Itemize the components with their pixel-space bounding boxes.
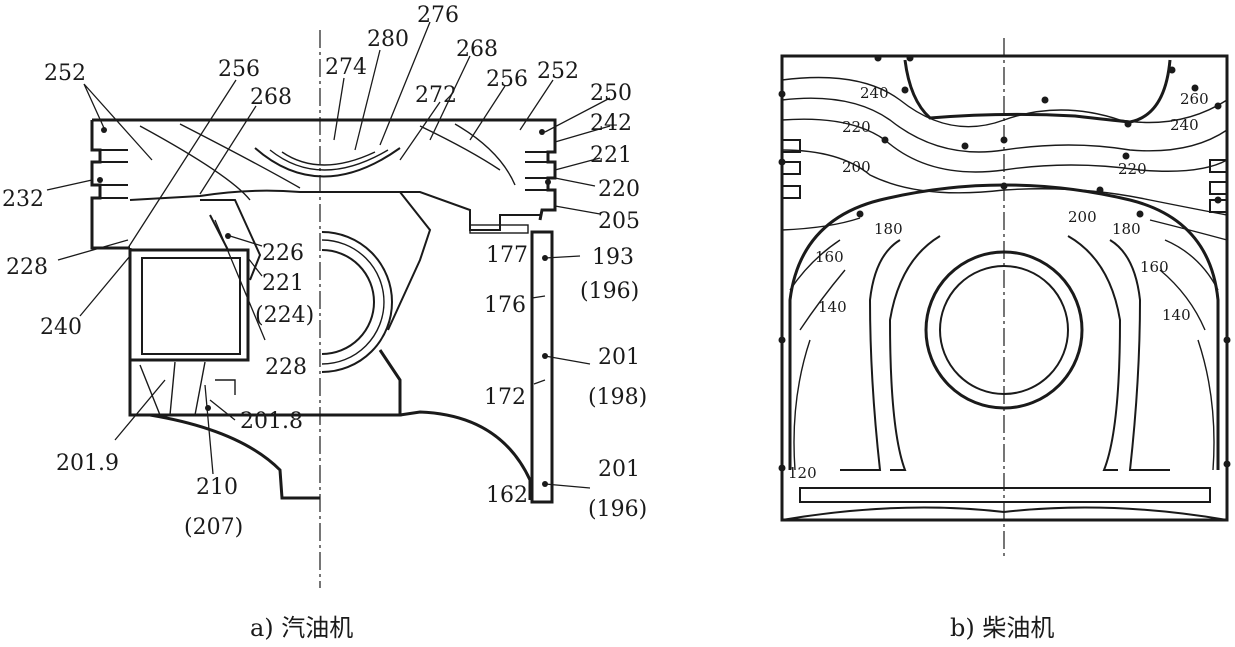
pin-bore-inner-b [939,265,1069,395]
bottom-curve [781,506,1228,521]
label-256-left: 256 [218,57,260,82]
iso-140-right: 140 [1162,306,1191,324]
label-276: 276 [417,3,459,28]
label-207: (207) [184,515,243,540]
pin-bore-outer-b [924,250,1084,410]
ring-grooves-b-left [782,139,801,199]
iso-180-right: 180 [1112,220,1141,238]
label-226: 226 [262,241,304,266]
iso-180-left: 180 [874,220,903,238]
bottom-band [799,487,1211,503]
ring-grooves-left [92,149,128,199]
pin-arc-mid [321,239,385,365]
pin-boss-left [128,248,250,362]
label-220: 220 [598,177,640,202]
iso-220-left: 220 [842,118,871,136]
caption-a: a) 汽油机 [250,614,353,642]
crown-underside [129,189,540,231]
pin-arc-inner [321,249,375,355]
label-193: 193 [592,245,634,270]
crown-contours [139,123,516,201]
label-176: 176 [484,293,526,318]
label-228: 228 [6,255,48,280]
measurement-points-b [778,54,1231,472]
label-201-9: 201.9 [56,451,119,476]
iso-160-right: 160 [1140,258,1169,276]
label-221-right: 221 [590,143,632,168]
skirt-wall-left [840,239,901,471]
label-242: 242 [590,111,632,136]
label-268-left: 268 [250,85,292,110]
isotherm-labels: 240 220 200 180 160 140 120 260 240 220 … [788,84,1209,482]
ring-grooves-right [525,151,555,191]
lower-skirt-a [130,413,320,500]
pin-arc-outer [321,231,393,373]
skirt-right [399,410,532,500]
label-252-right: 252 [537,59,579,84]
label-252-left: 252 [44,61,86,86]
rib-right [387,191,432,331]
label-196-b: (196) [588,497,647,522]
label-210: 210 [196,475,238,500]
pin-bore-left [141,257,241,355]
label-201-b: 201 [598,457,640,482]
label-162: 162 [486,483,528,508]
label-198: (198) [588,385,647,410]
label-250: 250 [590,81,632,106]
label-205: 205 [598,209,640,234]
label-240: 240 [40,315,82,340]
skirt-inner-right [1067,235,1122,471]
boss-hatching [139,361,236,416]
part-number-labels-a: 276 280 274 268 252 256 268 272 256 252 … [2,3,647,540]
skirt-wall-right [1109,239,1170,471]
iso-140-left: 140 [818,298,847,316]
iso-200-left: 200 [842,158,871,176]
label-232: 232 [2,187,44,212]
label-201-a: 201 [598,345,640,370]
label-272: 272 [415,83,457,108]
iso-120: 120 [788,464,817,482]
combustion-bowl-b [903,59,1172,124]
label-280: 280 [367,27,409,52]
label-201-8: 201.8 [240,409,303,434]
label-172: 172 [484,385,526,410]
skirt-inner-left [888,235,941,471]
iso-200-right: 200 [1068,208,1097,226]
iso-160-left: 160 [815,248,844,266]
bowl-contours [269,149,389,171]
ring-land-right [469,224,529,234]
label-196-a: (196) [580,279,639,304]
label-274: 274 [325,55,367,80]
skirt-wall-right [530,230,554,504]
label-177: 177 [486,243,528,268]
diesel-piston-drawing: 240 220 200 180 160 140 120 260 240 220 … [778,38,1231,642]
iso-240-right: 240 [1170,116,1199,134]
isotherm-lines [781,76,1228,471]
label-256-right: 256 [486,67,528,92]
ring-grooves-b-right [1209,159,1227,213]
label-268-top: 268 [456,37,498,62]
piston-outline-a [90,118,557,250]
leader-lines-a [46,21,611,489]
gasoline-piston-drawing: 276 280 274 268 252 256 268 272 256 252 … [2,3,647,642]
caption-b: b) 柴油机 [950,614,1054,642]
iso-220-right: 220 [1118,160,1147,178]
combustion-bowl [254,147,401,178]
boss-rib [200,199,262,281]
iso-240-left: 240 [860,84,889,102]
label-221-mid: 221 [262,271,304,296]
iso-260-right: 260 [1180,90,1209,108]
label-228-bottom: 228 [265,355,307,380]
label-224: (224) [255,303,314,328]
